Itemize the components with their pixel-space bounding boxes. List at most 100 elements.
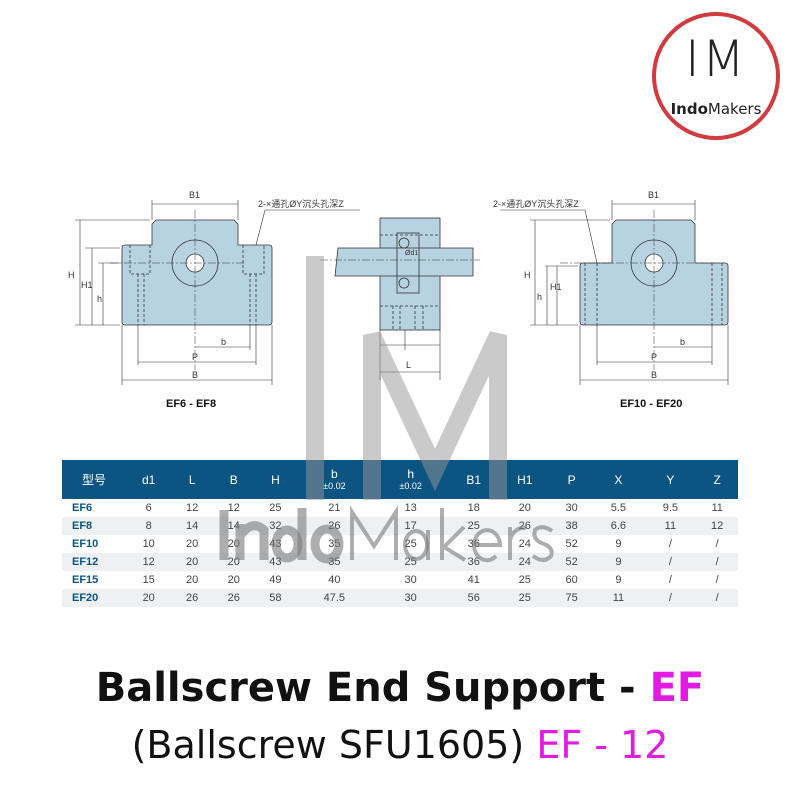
header-label: B1 — [466, 472, 482, 487]
value-cell: 25 — [448, 517, 499, 535]
value-cell: 11 — [711, 502, 723, 514]
column-header: H1 — [498, 460, 551, 499]
value-cell: 15 — [142, 574, 155, 586]
value-cell: / — [715, 574, 719, 586]
logo-monogram: IM — [685, 30, 747, 88]
value-cell: 30 — [565, 502, 578, 514]
value-cell: 6.6 — [592, 517, 645, 535]
value-cell: / — [696, 589, 738, 607]
value-cell: / — [668, 574, 672, 586]
column-header: 型号 — [62, 460, 126, 499]
label-bb-left: B — [192, 370, 198, 380]
column-header: P — [550, 460, 593, 499]
label-h1-right: H1 — [550, 282, 562, 292]
model-cell: EF12 — [62, 553, 126, 571]
product-title-main: Ballscrew End Support - — [95, 665, 650, 711]
value-cell: 17 — [372, 517, 449, 535]
label-h-small-right: h — [537, 292, 542, 302]
header-label: h — [407, 467, 415, 481]
model-cell: EF6 — [72, 502, 93, 514]
value-cell: 52 — [565, 538, 578, 550]
drawing-ef10-ef20 — [500, 200, 729, 385]
model-cell: EF20 — [62, 589, 126, 607]
value-cell: 5.5 — [610, 502, 627, 514]
value-cell: 35 — [328, 538, 341, 550]
value-cell: 6 — [145, 502, 152, 514]
label-p-left: P — [192, 352, 198, 362]
hole-note-left: 2-×通孔ØY沉头孔深Z — [258, 199, 344, 209]
value-cell: 21 — [328, 502, 341, 514]
value-cell: 25 — [518, 574, 531, 586]
value-cell: 20 — [212, 553, 255, 571]
value-cell: 8 — [126, 517, 172, 535]
value-cell: 36 — [448, 553, 499, 571]
value-cell: 12 — [186, 502, 199, 514]
label-h-left: H — [68, 270, 75, 280]
product-subtitle: (Ballscrew SFU1605) EF - 12 — [0, 722, 800, 768]
value-cell: 9 — [615, 574, 622, 586]
header-label: d1 — [142, 472, 156, 487]
value-cell: 32 — [254, 517, 297, 535]
value-cell: 25 — [404, 538, 417, 550]
value-cell: 35 — [296, 553, 373, 571]
product-subtitle-accent: EF - 12 — [536, 723, 669, 767]
label-bb-right: B — [651, 370, 657, 380]
value-cell: 36 — [467, 538, 480, 550]
value-cell: 41 — [467, 574, 480, 586]
header-label: H — [271, 472, 280, 487]
logo-name-bold: Indo — [670, 100, 708, 118]
value-cell: 47.5 — [296, 589, 373, 607]
column-header: d1 — [126, 460, 172, 499]
value-cell: 60 — [565, 574, 578, 586]
drawing-ef6-ef8 — [75, 200, 360, 385]
header-label: Y — [666, 472, 675, 487]
caption-ef6-ef8: EF6 - EF8 — [166, 398, 216, 410]
value-cell: 26 — [498, 517, 551, 535]
header-label: 型号 — [81, 472, 106, 487]
value-cell: / — [715, 538, 719, 550]
value-cell: 58 — [254, 589, 297, 607]
value-cell: 11 — [592, 589, 645, 607]
technical-drawings: B1 2-×通孔ØY沉头孔深Z H H1 h b P B L Ød1 B1 2-… — [68, 190, 729, 410]
value-cell: 26 — [296, 517, 373, 535]
header-label: L — [188, 472, 196, 487]
product-subtitle-main: (Ballscrew SFU1605) — [131, 723, 537, 767]
label-p-right: P — [651, 352, 657, 362]
column-header: Y — [644, 460, 697, 499]
value-cell: 20 — [186, 538, 199, 550]
header-label: B — [229, 472, 238, 487]
value-cell: 11 — [644, 517, 697, 535]
column-header: Z — [696, 460, 738, 499]
model-cell: EF15 — [72, 574, 99, 586]
value-cell: 24 — [498, 553, 551, 571]
logo-name-rest: Makers — [707, 100, 762, 118]
value-cell: 9 — [615, 538, 622, 550]
value-cell: 52 — [550, 553, 593, 571]
value-cell: 25 — [372, 553, 449, 571]
hole-note-right: 2-×通孔ØY沉头孔深Z — [493, 199, 579, 209]
value-cell: 14 — [171, 517, 213, 535]
value-cell: 25 — [269, 502, 282, 514]
value-cell: 43 — [254, 553, 297, 571]
product-title: Ballscrew End Support - EF — [0, 664, 800, 712]
header-label: H1 — [517, 472, 533, 487]
label-b1-right: B1 — [648, 190, 659, 200]
header-label: P — [567, 472, 576, 487]
value-cell: 56 — [448, 589, 499, 607]
label-b-left: b — [221, 337, 226, 347]
label-l: L — [406, 360, 411, 370]
header-tolerance: ±0.02 — [323, 481, 346, 491]
value-cell: / — [696, 553, 738, 571]
column-header: b±0.02 — [296, 460, 373, 499]
value-cell: 9.5 — [662, 502, 678, 514]
header-label: b — [331, 467, 338, 481]
